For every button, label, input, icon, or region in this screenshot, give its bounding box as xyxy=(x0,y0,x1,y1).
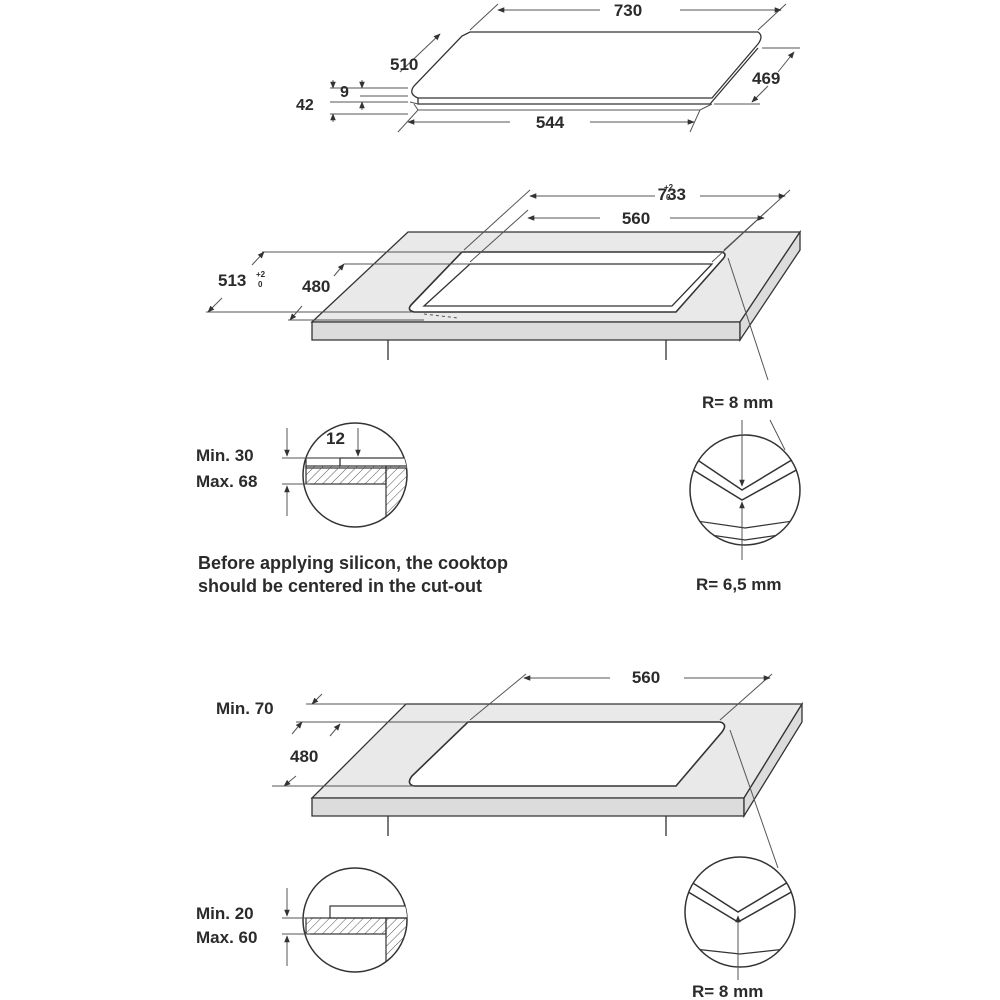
radius-outer-label: R= 8 mm xyxy=(702,393,773,412)
detail2-min: Min. 20 xyxy=(196,904,254,923)
detail1-min: Min. 30 xyxy=(196,446,254,465)
detail1-max: Max. 68 xyxy=(196,472,257,491)
detail-radius-2: R= 8 mm xyxy=(684,856,796,1000)
dim-height-total: 42 xyxy=(296,97,314,114)
dim-outer-depth-tol-plus: +2 xyxy=(256,270,266,279)
note-line-1: Before applying silicon, the cooktop xyxy=(198,553,508,573)
dim-base-width: 544 xyxy=(536,113,565,132)
detail-radius-1: R= 8 mm R= 6,5 mm xyxy=(689,393,801,594)
note-line-2: should be centered in the cut-out xyxy=(198,576,482,596)
dim-depth: 510 xyxy=(390,55,418,74)
dim-outer-width-tol-minus: 0 xyxy=(666,193,671,202)
radius-inner-label: R= 6,5 mm xyxy=(696,575,782,594)
detail-thickness-2: Min. 20 Max. 60 xyxy=(196,867,408,973)
dim-outer-width-tol-plus: +2 xyxy=(664,183,674,192)
dim2-min-edge: Min. 70 xyxy=(216,699,274,718)
detail2-max: Max. 60 xyxy=(196,928,257,947)
dim-glass: 9 xyxy=(340,84,349,101)
cooktop-view: 730 510 9 42 544 469 xyxy=(296,1,800,133)
centering-note: Before applying silicon, the cooktop sho… xyxy=(198,553,508,596)
dim-inner-depth: 480 xyxy=(302,277,330,296)
detail-thickness-1: Min. 30 Max. 68 12 xyxy=(196,422,408,528)
detail1-step: 12 xyxy=(326,429,345,448)
dim-outer-depth: 513 xyxy=(218,271,246,290)
radius-2-label: R= 8 mm xyxy=(692,982,763,1000)
countertop-cutout-view: 733 +2 0 560 513 +2 0 480 xyxy=(206,183,802,381)
dim-inner-width: 560 xyxy=(622,209,650,228)
countertop-cutout-view-2: 560 Min. 70 480 xyxy=(216,668,804,869)
dim2-depth: 480 xyxy=(290,747,318,766)
dim2-width: 560 xyxy=(632,668,660,687)
dim-outer-depth-tol-minus: 0 xyxy=(258,280,263,289)
dim-base-depth: 469 xyxy=(752,69,780,88)
dim-width: 730 xyxy=(614,1,642,20)
dim-outer-width: 733 xyxy=(658,185,686,204)
